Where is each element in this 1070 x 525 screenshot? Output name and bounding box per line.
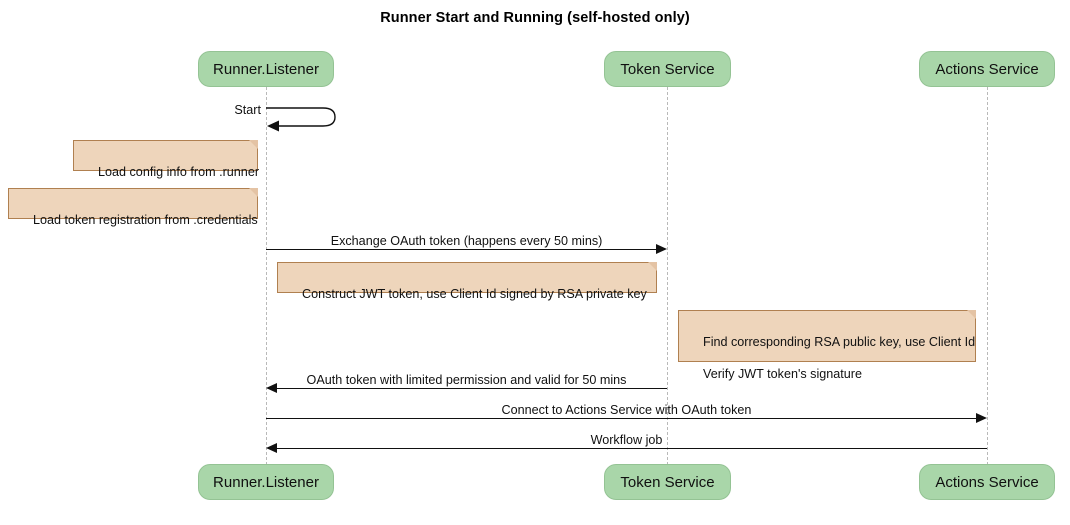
participant-label: Runner.Listener: [213, 60, 319, 78]
participant-label: Runner.Listener: [213, 473, 319, 491]
note-verify-jwt: Find corresponding RSA public key, use C…: [678, 310, 976, 381]
message-label-oauth-return: OAuth token with limited permission and …: [306, 373, 627, 387]
note-text: Load config info from .runner: [98, 165, 260, 179]
participant-actions-service-top[interactable]: Actions Service: [919, 51, 1055, 87]
note-text: Construct JWT token, use Client Id signe…: [302, 287, 647, 301]
message-label-exchange-oauth: Exchange OAuth token (happens every 50 m…: [330, 234, 603, 248]
page-title: Runner Start and Running (self-hosted on…: [380, 10, 690, 26]
participant-label: Token Service: [620, 473, 715, 491]
participant-label: Token Service: [620, 60, 715, 78]
lifeline-actions: [987, 87, 988, 465]
lifeline-runner: [266, 87, 267, 465]
participant-label: Actions Service: [935, 60, 1039, 78]
message-line-exchange-oauth: [266, 249, 665, 250]
message-arrowhead-connect-actions: [976, 413, 987, 423]
participant-runner-listener-top[interactable]: Runner.Listener: [198, 51, 334, 87]
note-fold-edge-icon: [248, 188, 258, 198]
lifeline-token: [667, 87, 668, 465]
participant-runner-listener-bottom[interactable]: Runner.Listener: [198, 464, 334, 500]
participant-token-service-top[interactable]: Token Service: [604, 51, 731, 87]
note-construct-jwt: Construct JWT token, use Client Id signe…: [277, 262, 657, 301]
self-message-label-start: Start: [234, 103, 261, 117]
message-label-connect-actions: Connect to Actions Service with OAuth to…: [501, 403, 752, 417]
message-line-workflow-job: [268, 448, 987, 449]
participant-token-service-bottom[interactable]: Token Service: [604, 464, 731, 500]
participant-actions-service-bottom[interactable]: Actions Service: [919, 464, 1055, 500]
message-arrowhead-exchange-oauth: [656, 244, 667, 254]
message-arrowhead-workflow-job: [266, 443, 277, 453]
note-text-line-1: Find corresponding RSA public key, use C…: [703, 335, 976, 349]
note-load-token-registration: Load token registration from .credential…: [8, 188, 258, 227]
participant-label: Actions Service: [935, 473, 1039, 491]
note-fold-edge-icon: [966, 310, 976, 320]
note-text: Load token registration from .credential…: [33, 213, 258, 227]
message-line-connect-actions: [266, 418, 985, 419]
note-text-line-2: Verify JWT token's signature: [703, 367, 862, 381]
self-message-loop-start: [266, 107, 336, 132]
note-fold-edge-icon: [647, 262, 657, 272]
message-line-oauth-return: [268, 388, 667, 389]
message-arrowhead-oauth-return: [266, 383, 277, 393]
message-label-workflow-job: Workflow job: [590, 433, 663, 447]
note-fold-edge-icon: [248, 140, 258, 150]
note-load-config: Load config info from .runner: [73, 140, 259, 179]
